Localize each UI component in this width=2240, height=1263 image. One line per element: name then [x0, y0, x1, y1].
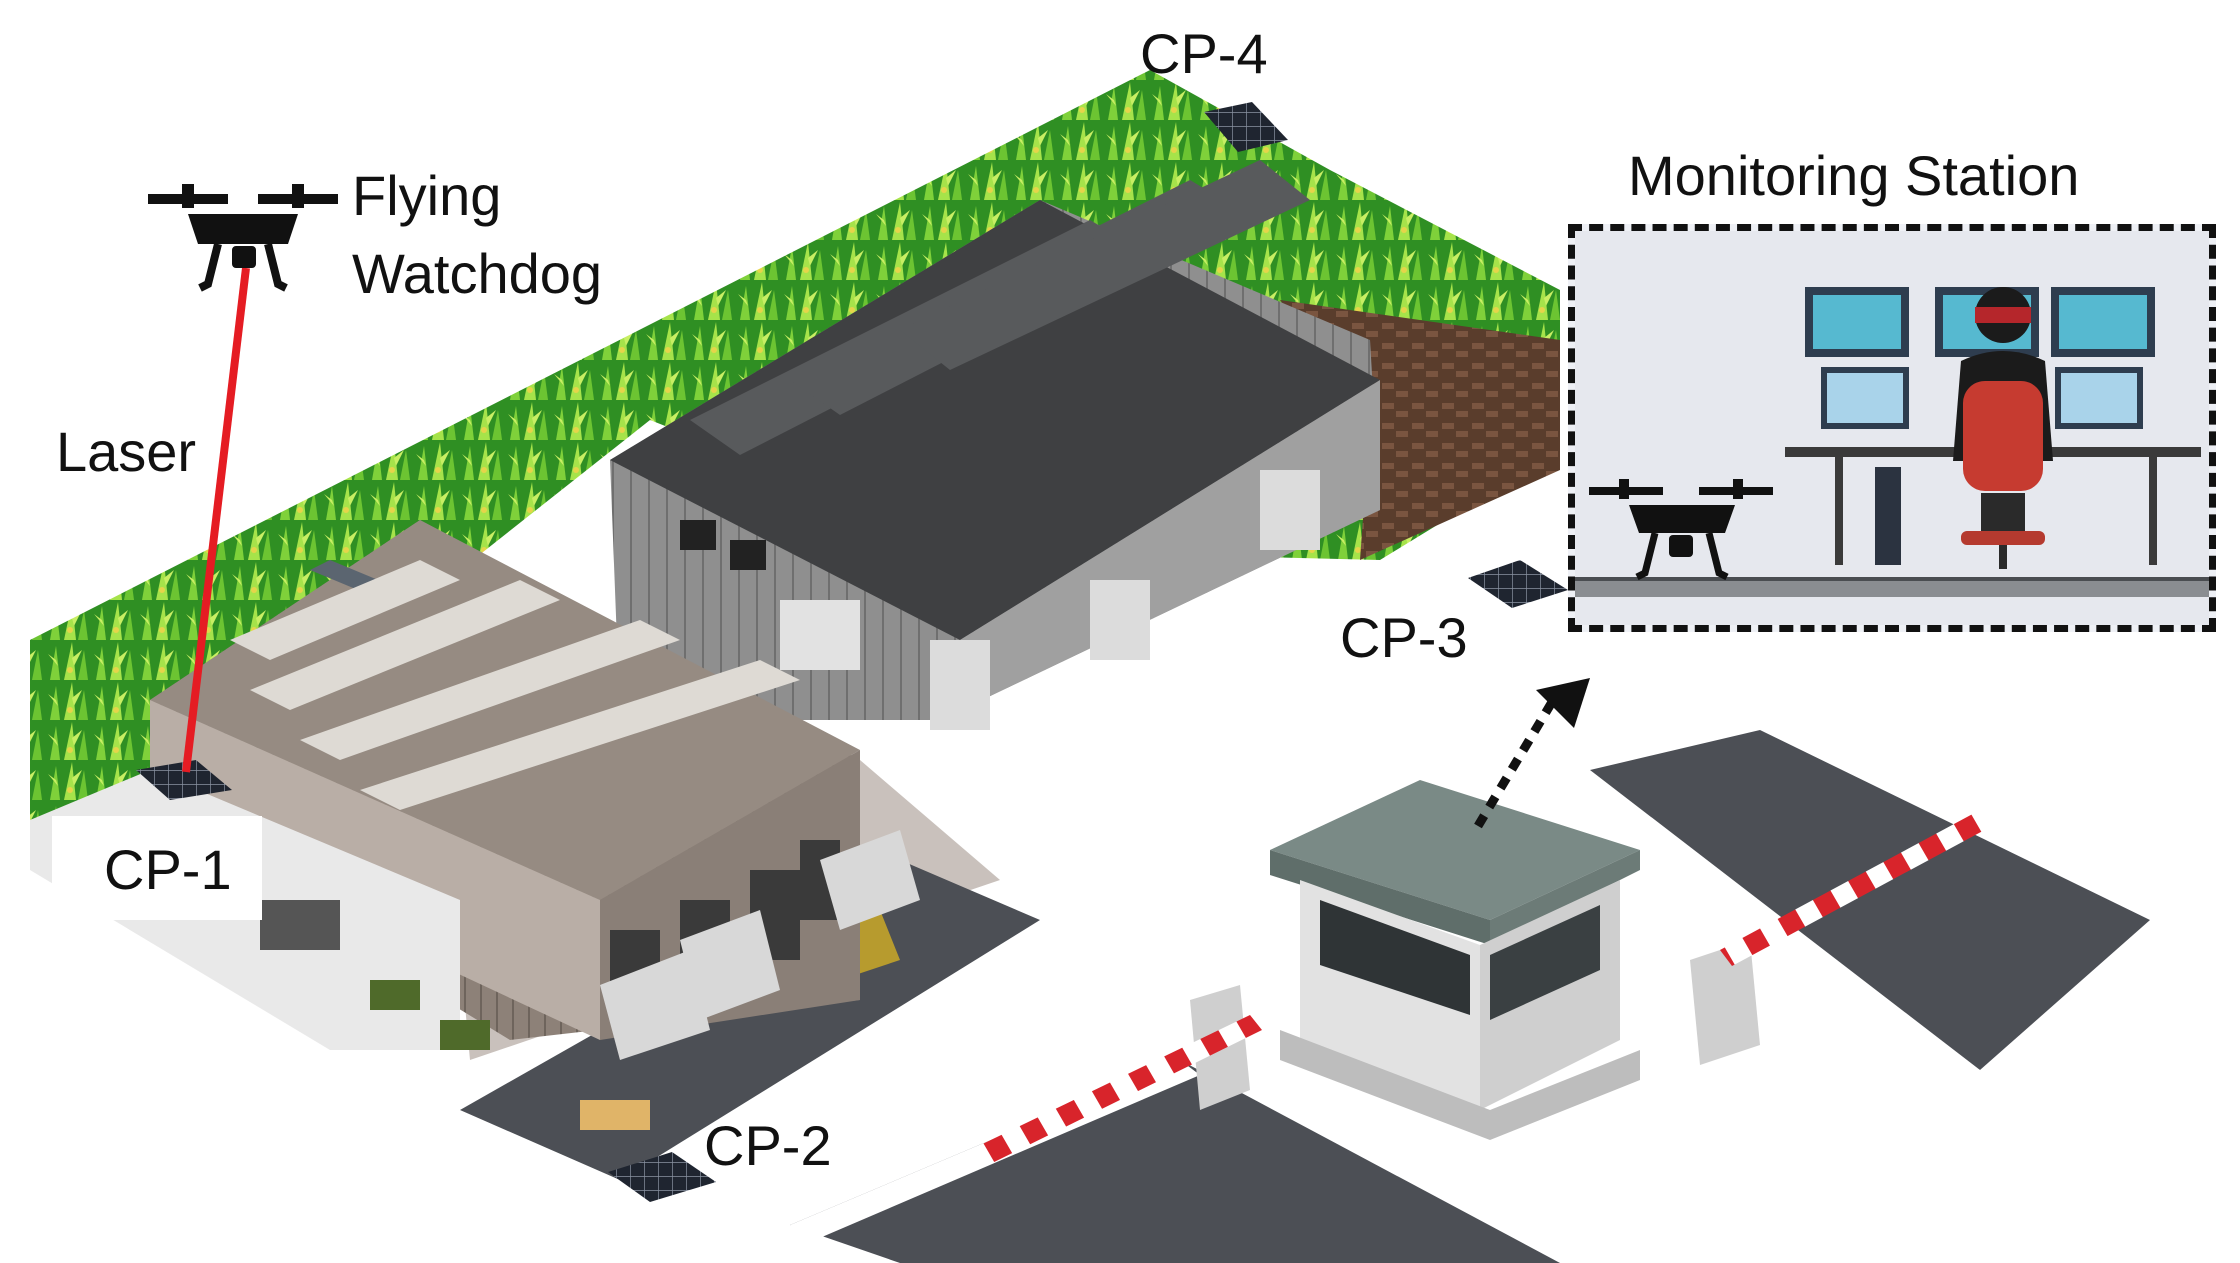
- barn-icon: [610, 160, 1380, 730]
- monitoring-station-panel: [1568, 224, 2216, 632]
- cp1-label-backdrop: [52, 816, 262, 920]
- laser-beam: [182, 267, 250, 773]
- barrier-gate-icon: [970, 810, 1992, 1168]
- drone-icon: [148, 184, 338, 292]
- uplink-arrow: [1474, 678, 1590, 829]
- operator-icon: [1953, 287, 2053, 569]
- guard-booth-icon: [1270, 780, 1640, 1140]
- cp4-label: CP-4: [1140, 22, 1268, 85]
- monitoring-station-title: Monitoring Station: [1628, 144, 2080, 207]
- control-room-illustration: [1575, 231, 2209, 625]
- truck-icon: [580, 830, 920, 1130]
- cp3-label: CP-3: [1340, 606, 1468, 669]
- flying-label-line1: Flying: [352, 164, 502, 227]
- flying-label-line2: Watchdog: [352, 242, 603, 305]
- cp2-label: CP-2: [704, 1114, 832, 1177]
- solar-panel-icon: [136, 102, 1568, 1202]
- drone-icon: [1589, 479, 1773, 581]
- monitor-wall: [1805, 287, 2155, 429]
- laser-label: Laser: [56, 420, 197, 483]
- cp1-label: CP-1: [104, 838, 232, 901]
